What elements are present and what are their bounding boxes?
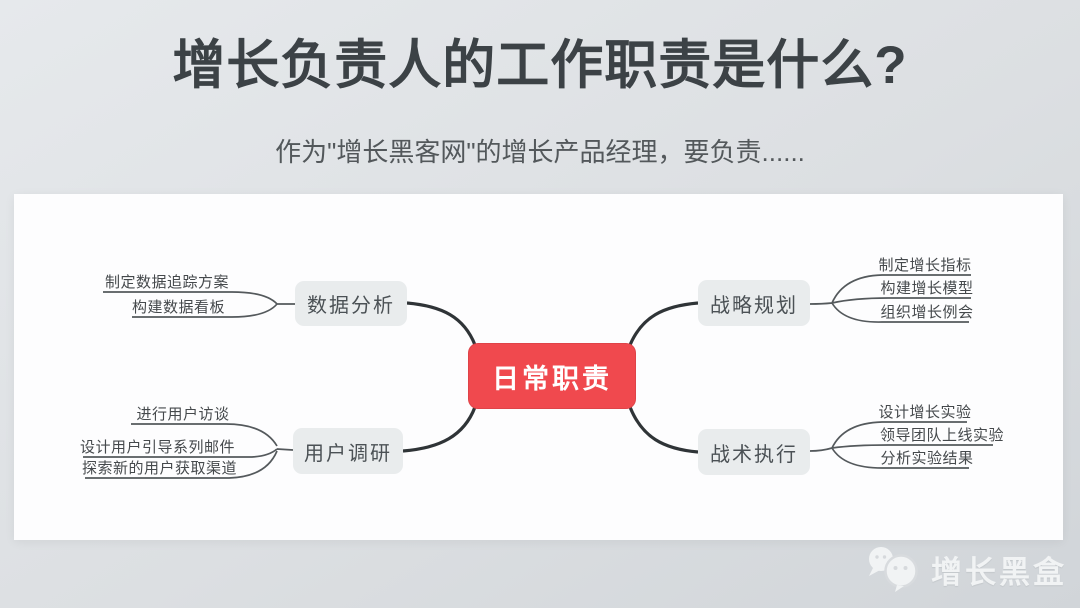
branch-node-strategic-planning: 战略规划 [698,280,810,326]
leaf-item: 进行用户访谈 [136,406,230,423]
branch-node-data-analysis: 数据分析 [295,281,407,326]
left-leaf-lines [83,291,295,479]
leaf-item: 领导团队上线实验 [880,427,1005,444]
leaf-item: 探索新的用户获取渠道 [82,460,238,477]
leaf-item: 构建数据看板 [132,299,226,316]
branch-node-user-research: 用户调研 [293,428,403,474]
page-title: 增长负责人的工作职责是什么? [172,36,908,95]
leaf-item: 设计用户引导系列邮件 [80,439,236,456]
branch-node-tactical-execution: 战术执行 [698,429,810,475]
page-subtitle: 作为"增长黑客网"的增长产品经理，要负责...... [275,137,805,167]
main-branch-curves [402,301,699,454]
watermark: 增长黑盒 [866,543,1067,595]
leaf-item: 组织增长例会 [880,304,974,321]
leaf-item: 制定数据追踪方案 [104,274,229,291]
right-leaf-lines [809,274,993,469]
center-node-daily-duties: 日常职责 [468,343,636,409]
leaf-item: 分析实验结果 [880,450,974,467]
wechat-chat-bubbles-icon [869,547,918,592]
watermark-label: 增长黑盒 [931,554,1067,590]
mindmap-canvas: 数据分析 用户调研 战略规划 战术执行 日常职责 制定数据追踪方案 构建数据看板… [14,194,1063,540]
leaf-item: 制定增长指标 [878,257,972,274]
leaf-item: 设计增长实验 [878,404,972,421]
mindmap-connector-lines [83,274,993,479]
leaf-item: 构建增长模型 [880,280,974,297]
